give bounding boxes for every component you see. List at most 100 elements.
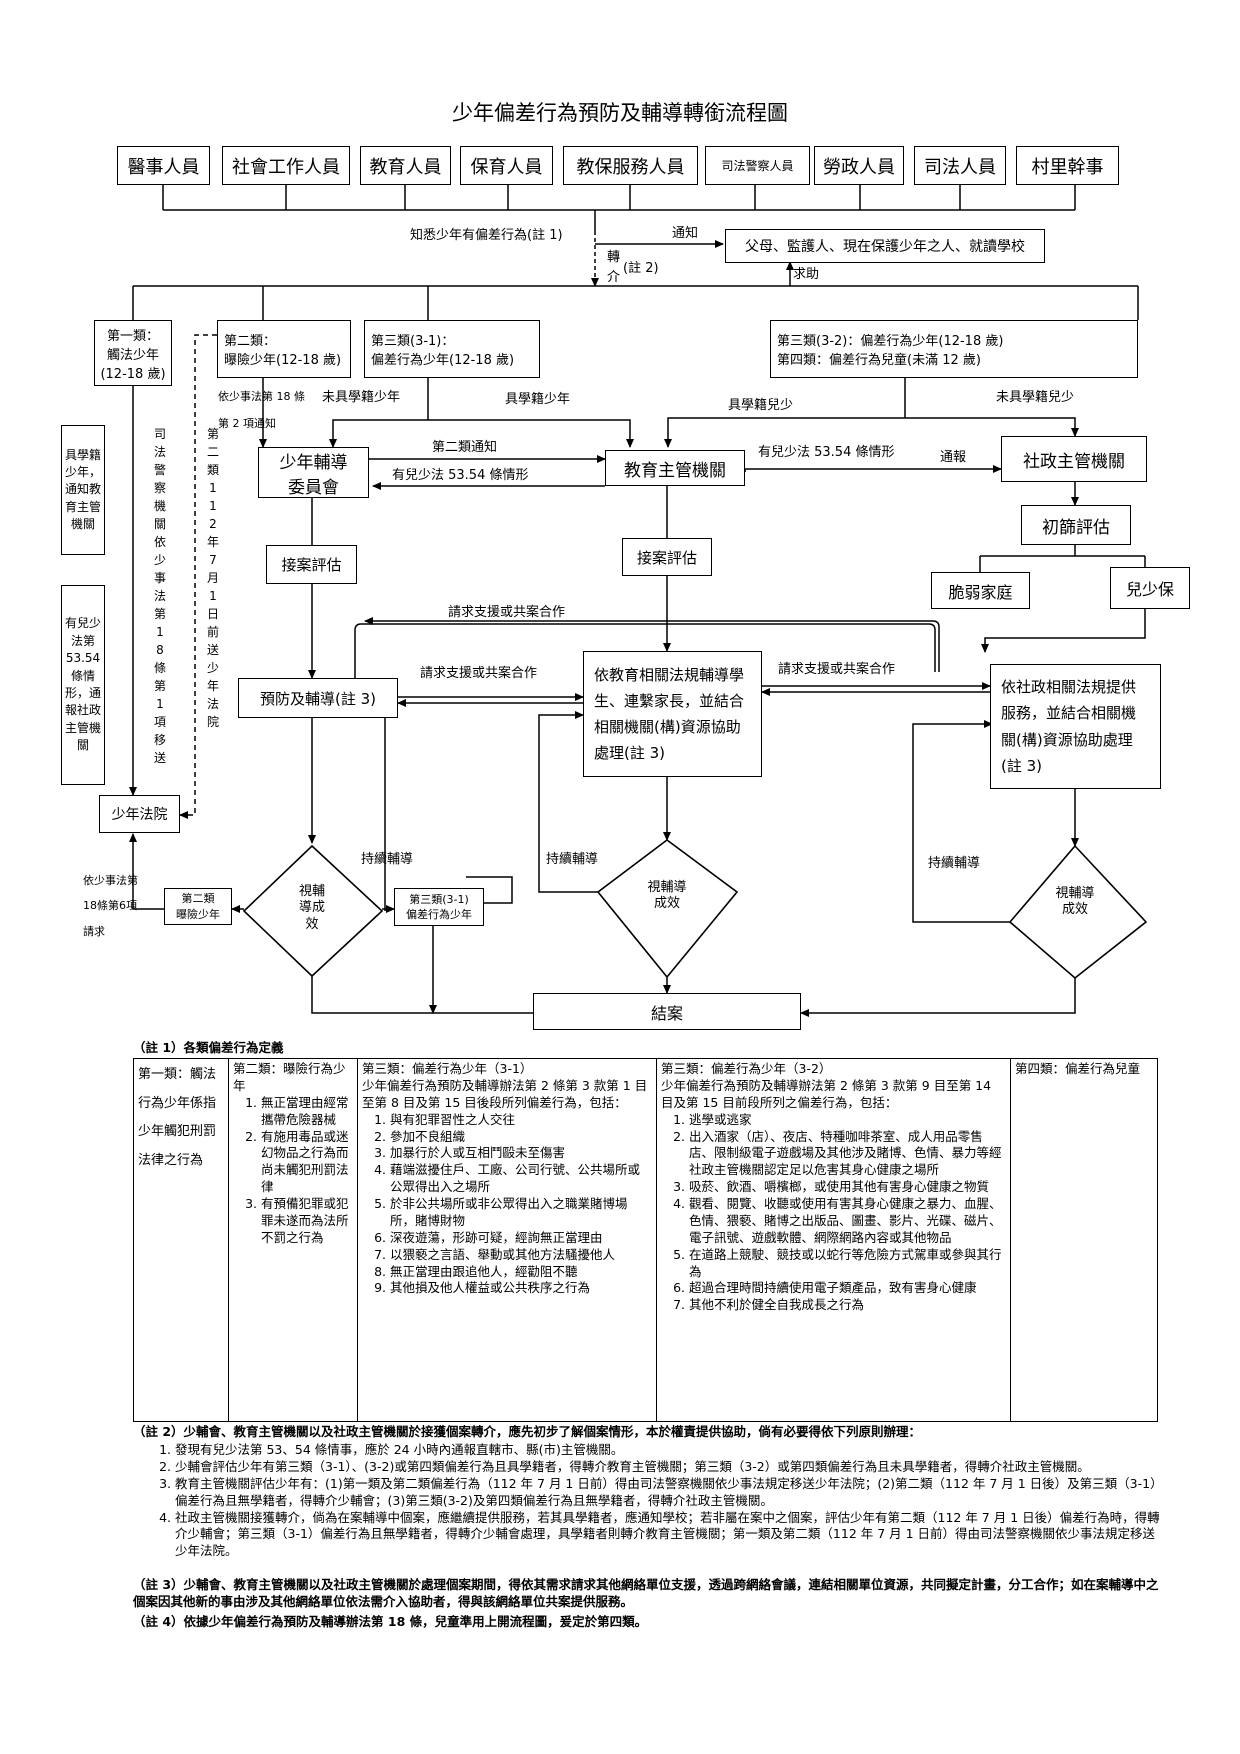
- def-cat32-item: 出入酒家（店）、夜店、特種咖啡茶室、成人用品零售店、限制級電子遊戲場及其他涉及賭…: [689, 1129, 1006, 1180]
- education-authority-box: 教育主管機關: [605, 450, 745, 486]
- know-label: 知悉少年有偏差行為(註 1): [410, 228, 563, 243]
- note2-heading: （註 2）少輔會、教育主管機關以及社政主管機關於接獲個案轉介，應先初步了解個案情…: [133, 1424, 922, 1439]
- category-2-box: 第二類： 曝險少年(12-18 歲): [217, 320, 351, 378]
- intake-assessment-middle: 接案評估: [622, 538, 712, 576]
- request-support-left: 請求支援或共案合作: [420, 666, 538, 681]
- def-cat31-intro: 少年偏差行為預防及輔導辦法第 2 條第 3 款第 1 目至第 8 目及第 15 …: [362, 1077, 648, 1110]
- def-cat32-item: 觀看、閱覽、收聽或使用有害其身心健康之暴力、血腥、色情、猥褻、賭博之出版品、圖畫…: [689, 1196, 1006, 1247]
- def-cat32-intro: 少年偏差行為預防及輔導辦法第 2 條第 3 款第 9 目至第 14 目及第 15…: [661, 1077, 992, 1110]
- def-cat2-head: 第二類：曝險行為少年: [233, 1061, 346, 1093]
- def-cat31-item: 其他損及他人權益或公共秩序之行為: [390, 1280, 652, 1297]
- def-cat32-item: 吸菸、飲酒、嚼檳榔，或使用其他有害身心健康之物質: [689, 1179, 1006, 1196]
- def-cat32-cell: 第三類：偏差行為少年（3-2） 少年偏差行為預防及輔導辦法第 2 條第 3 款第…: [656, 1058, 1011, 1422]
- def-cat2-item: 有施用毒品或迷幻物品之行為而尚未觸犯刑罰法律: [261, 1129, 353, 1197]
- cat2-small-box: 第二類 曝險少年: [164, 888, 232, 925]
- social-action-box: 依社政相關法規提供服務，並結合相關機關(構)資源協助處理 (註 3): [990, 664, 1161, 789]
- cat2-notify-label: 第二類通知: [432, 440, 498, 455]
- prevention-counseling-box: 預防及輔導(註 3): [238, 678, 398, 718]
- def-cat31-item: 於非公共場所或非公眾得出入之職業賭博場所，賭博財物: [390, 1196, 652, 1230]
- def-cat4-cell: 第四類：偏差行為兒童: [1010, 1058, 1158, 1422]
- report-label: 通報: [940, 450, 967, 465]
- cat31-small-box: 第三類(3-1) 偏差行為少年: [394, 888, 484, 926]
- def-cat32-item: 逃學或逃家: [689, 1112, 1006, 1129]
- no-school-child-label: 未具學籍兒少: [996, 390, 1075, 405]
- evaluation-label-3: 視輔導 成效: [1055, 886, 1095, 918]
- def-cat31-item: 無正當理由跟追他人，經勸阻不聽: [390, 1264, 652, 1281]
- role-labor: 勞政人員: [814, 146, 904, 185]
- continue-label-1: 持續輔導: [361, 852, 414, 867]
- note3-text: （註 3）少輔會、教育主管機關以及社政主管機關於處理個案期間，得依其需求請求其他…: [133, 1577, 1159, 1609]
- law-item-6-text: 依少事法第18條第6項請求: [83, 874, 138, 938]
- social-authority-box: 社政主管機關: [1001, 436, 1147, 482]
- vulnerable-family-box: 脆弱家庭: [931, 572, 1030, 609]
- def-cat31-item: 加暴行於人或互相鬥毆未至傷害: [390, 1145, 652, 1162]
- child-law-committee-label: 有兒少法 53.54 條情形: [392, 468, 529, 483]
- evaluation-diamond-3: [1008, 844, 1148, 980]
- request-support-top: 請求支援或共案合作: [448, 605, 566, 620]
- def-cat31-cell: 第三類：偏差行為少年（3-1） 少年偏差行為預防及輔導辦法第 2 條第 3 款第…: [357, 1058, 657, 1422]
- continue-label-2: 持續輔導: [546, 852, 599, 867]
- refer-label-b: 介: [607, 270, 621, 285]
- evaluation-diamond-2: [596, 839, 739, 979]
- notify-label: 通知: [672, 226, 699, 241]
- role-police: 司法警察人員: [705, 146, 810, 185]
- with-school-child-label: 具學籍兒少: [728, 398, 794, 413]
- cat2-court-text: 第二類112年7月1日前送少年法院: [206, 427, 219, 729]
- intake-assessment-left: 接案評估: [266, 545, 357, 584]
- role-preschool: 教保服務人員: [563, 146, 698, 185]
- refer-note: (註 2): [623, 261, 659, 276]
- flow-connectors: [129, 185, 1148, 1017]
- child-law-report-box: 有兒少法第53.54條情形，通報社政主管機關: [61, 585, 105, 785]
- law-18-label: 依少事法第 18 條: [218, 390, 305, 403]
- screening-box: 初篩評估: [1021, 505, 1131, 545]
- parents-box: 父母、監護人、現在保護少年之人、就讀學校: [725, 229, 1045, 263]
- def-cat32-item: 在道路上競駛、競技或以蛇行等危險方式駕車或參與其行為: [689, 1247, 1006, 1281]
- note2-item: 教育主管機關評估少年有：(1)第一類及第二類偏差行為（112 年 7 月 1 日…: [175, 1476, 1163, 1510]
- evaluation-diamond-1: [242, 844, 384, 978]
- no-school-label: 未具學籍少年: [322, 390, 401, 405]
- def-cat1-cell: 第一類：觸法行為少年係指少年觸犯刑罰法律之行為: [133, 1058, 229, 1422]
- case-closed-box: 結案: [533, 993, 801, 1030]
- def-cat31-item: 深夜遊蕩，形跡可疑，經詢無正當理由: [390, 1230, 652, 1247]
- def-cat31-item: 藉端滋擾住戶、工廠、公司行號、公共場所或公眾得出入之場所: [390, 1162, 652, 1196]
- continue-label-3: 持續輔導: [928, 856, 981, 871]
- seek-help-label: 求助: [793, 267, 820, 282]
- youth-counseling-committee-box: 少年輔導 委員會: [258, 447, 369, 498]
- def-cat32-head: 第三類：偏差行為少年（3-2）: [661, 1061, 832, 1076]
- def-cat2-cell: 第二類：曝險行為少年 無正當理由經常攜帶危險器械 有施用毒品或迷幻物品之行為而尚…: [228, 1058, 358, 1422]
- page-title: 少年偏差行為預防及輔導轉銜流程圖: [452, 101, 788, 125]
- note4-text: （註 4）依據少年偏差行為預防及輔導辦法第 18 條，兒童準用上開流程圖，爰定於…: [133, 1614, 648, 1629]
- juvenile-court-box: 少年法院: [99, 795, 180, 833]
- note1-heading: （註 1）各類偏差行為定義: [133, 1040, 284, 1055]
- note2-item: 少輔會評估少年有第三類（3-1）、(3-2)或第四類偏差行為且具學籍者，得轉介教…: [175, 1459, 1163, 1476]
- note2-item: 發現有兒少法第 53、54 條情事，應於 24 小時內通報直轄市、縣(市)主管機…: [175, 1442, 1163, 1459]
- refer-label-a: 轉: [607, 250, 621, 265]
- def-cat2-item: 無正當理由經常攜帶危險器械: [261, 1095, 353, 1129]
- category-3-1-box: 第三類(3-1)： 偏差行為少年(12-18 歲): [364, 320, 540, 378]
- definitions-table: 第一類：觸法行為少年係指少年觸犯刑罰法律之行為 第二類：曝險行為少年 無正當理由…: [133, 1058, 1158, 1422]
- request-support-right: 請求支援或共案合作: [778, 662, 896, 677]
- role-social-worker: 社會工作人員: [222, 146, 350, 185]
- evaluation-label-2: 視輔導 成效: [647, 880, 687, 912]
- education-action-box: 依教育相關法規輔導學生、連繫家長，並結合相關機關(構)資源協助處理(註 3): [583, 651, 762, 777]
- category-3-2-and-4-box: 第三類(3-2)：偏差行為少年(12-18 歲) 第四類：偏差行為兒童(未滿 1…: [770, 320, 1138, 378]
- note2-item: 社政主管機關接獲轉介，倘為在案輔導中個案，應繼續提供服務，若其具學籍者，應通知學…: [175, 1510, 1163, 1561]
- role-educator: 教育人員: [360, 146, 451, 185]
- with-school-label: 具學籍少年: [505, 392, 571, 407]
- role-childcare: 保育人員: [460, 146, 553, 185]
- def-cat32-item: 超過合理時間持續使用電子類產品，致有害身心健康: [689, 1280, 1006, 1297]
- def-cat31-item: 參加不良組織: [390, 1129, 652, 1146]
- def-cat31-head: 第三類：偏差行為少年（3-1）: [362, 1061, 533, 1076]
- school-notice-box: 具學籍少年，通知教育主管機關: [61, 425, 105, 555]
- item-2-label: 第 2 項通知: [218, 417, 276, 430]
- role-village-officer: 村里幹事: [1016, 146, 1119, 185]
- def-cat32-item: 其他不利於健全自我成長之行為: [689, 1297, 1006, 1314]
- child-law-edu-label: 有兒少法 53.54 條情形: [758, 445, 895, 460]
- child-protection-box: 兒少保: [1110, 567, 1190, 609]
- def-cat31-item: 與有犯罪習性之人交往: [390, 1112, 652, 1129]
- category-1-box: 第一類： 觸法少年 (12-18 歲): [94, 320, 172, 386]
- police-transfer-text: 司法警察機關依少事法第18條第1項移送: [153, 427, 166, 765]
- evaluation-label-1: 視輔 導成 效: [298, 884, 325, 932]
- role-judicial: 司法人員: [914, 146, 1006, 185]
- def-cat2-item: 有預備犯罪或犯罪未遂而為法所不罰之行為: [261, 1196, 353, 1247]
